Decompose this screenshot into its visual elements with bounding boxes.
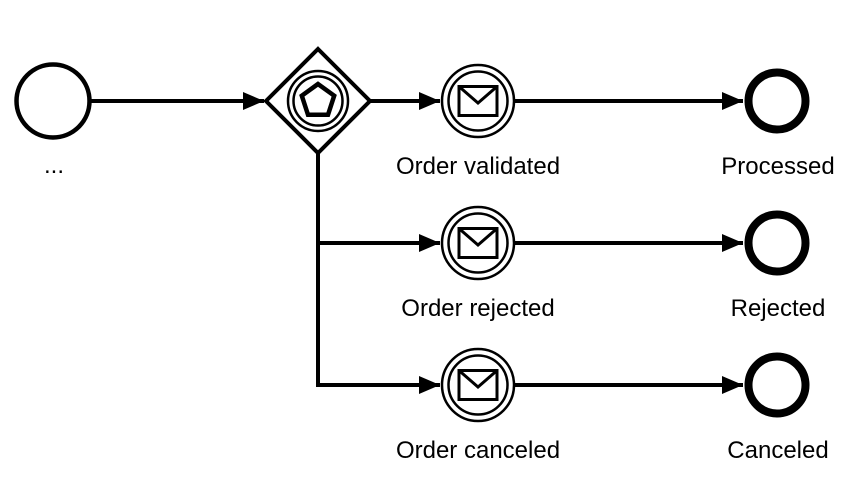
message-icon [457,85,499,117]
message-event-order-canceled [440,347,516,423]
label-order-canceled: Order canceled [396,437,560,464]
end-event-processed [744,68,810,134]
pentagon-icon [299,81,337,118]
event-inner-circle [447,212,509,274]
message-event-order-rejected [440,205,516,281]
message-icon [457,227,499,259]
label-rejected: Rejected [731,295,826,322]
event-inner-circle [447,70,509,132]
label-order-validated: Order validated [396,153,560,180]
event-based-gateway [263,46,373,156]
end-event-canceled [744,352,810,418]
event-inner-circle [447,354,509,416]
message-icon [457,369,499,401]
start-event [14,62,92,140]
flow-gateway-to-order-canceled [316,152,440,394]
end-event-rejected [744,210,810,276]
label-order-rejected: Order rejected [401,295,554,322]
message-event-order-validated [440,63,516,139]
start-event-label: ... [44,152,64,179]
label-canceled: Canceled [727,437,828,464]
label-processed: Processed [721,153,834,180]
